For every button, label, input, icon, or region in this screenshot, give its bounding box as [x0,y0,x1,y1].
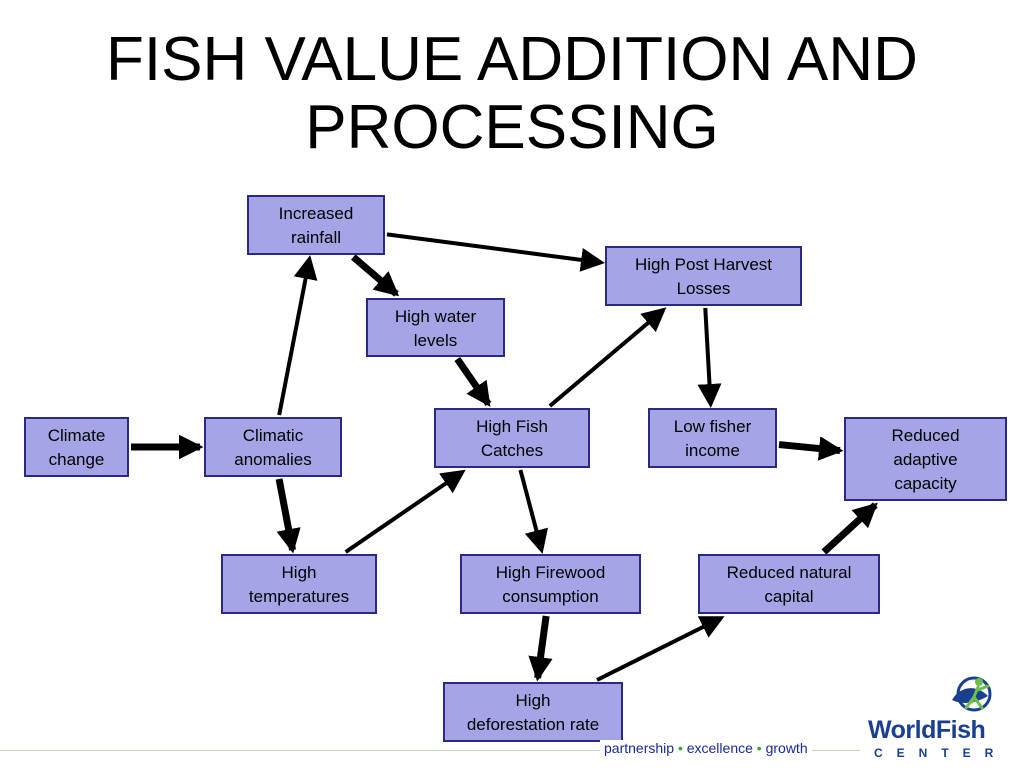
node-low-fisher-income: Low fisher income [648,408,777,468]
logo-wordmark: WorldFish [868,716,986,744]
arrow-high-fish-catches-to-high-post-harvest-losses [548,307,667,408]
arrow-climatic-anomalies-to-increased-rainfall [277,255,318,416]
node-high-fish-catches: High Fish Catches [434,408,590,468]
arrow-high-fish-catches-to-high-firewood-consumption [518,469,549,554]
node-high-firewood-consumption: High Firewood consumption [460,554,641,614]
tagline-excellence: excellence [686,740,753,756]
arrow-high-water-levels-to-high-fish-catches [454,357,492,407]
arrow-low-fisher-income-to-reduced-adaptive-capacity [778,436,844,461]
arrow-high-deforestation-rate-to-reduced-natural-capital [596,616,725,682]
node-reduced-natural-capital: Reduced natural capital [698,554,880,614]
footer-divider [0,750,860,751]
footer-tagline: partnership • excellence • growth [600,740,812,756]
worldfish-logo: WorldFish CENTER [868,672,998,762]
logo-subtitle: CENTER [874,746,1008,760]
arrow-increased-rainfall-to-high-post-harvest-losses [386,232,605,272]
tagline-growth: growth [765,740,808,756]
arrow-increased-rainfall-to-high-water-levels [351,254,400,297]
edge-layer [131,232,878,682]
node-climatic-anomalies: Climatic anomalies [204,417,342,477]
slide-title: FISH VALUE ADDITION AND PROCESSING [106,25,918,162]
arrow-high-firewood-consumption-to-high-deforestation-rate [528,615,553,682]
arrow-high-post-harvest-losses-to-low-fisher-income [697,307,722,408]
arrow-high-temperatures-to-high-fish-catches [344,469,466,554]
tagline-partnership: partnership [604,740,675,756]
node-high-deforestation-rate: High deforestation rate [443,682,623,742]
tagline-separator: • [677,740,683,756]
arrow-climatic-anomalies-to-high-temperatures [275,478,301,554]
node-reduced-adaptive-capacity: Reduced adaptive capacity [844,417,1007,501]
arrow-reduced-natural-capital-to-reduced-adaptive-capacity [821,502,878,555]
node-increased-rainfall: Increased rainfall [247,195,385,255]
fish-person-icon [952,676,992,712]
node-climate-change: Climate change [24,417,129,477]
node-high-water-levels: High water levels [366,298,505,357]
node-high-temperatures: High temperatures [221,554,377,614]
tagline-separator: • [756,740,762,756]
node-high-post-harvest-losses: High Post Harvest Losses [605,246,802,306]
